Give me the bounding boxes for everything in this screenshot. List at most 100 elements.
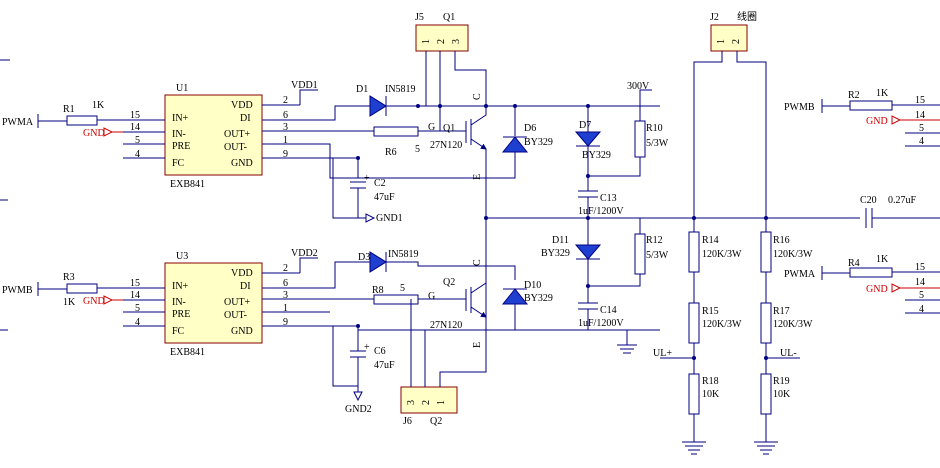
rp1-pin: 4 [919,136,924,147]
u3-pin-name: PRE [172,309,190,320]
u3-pin-name: DI [240,281,251,292]
u1-pin-num: 9 [283,149,288,160]
d11-ref: D11 [552,235,569,246]
d6-ref: D6 [524,123,536,134]
u3-pin-num: 2 [283,263,288,274]
net-label-gnd: GND [83,296,105,307]
c20-val: 0.27uF [888,195,917,206]
u1-pin-name: OUT+ [224,129,251,140]
rp2-pin: 5 [919,290,924,301]
u3-pin-num: 9 [283,317,288,328]
c13-val: 1uF/1200V [578,206,624,217]
d1-ref: D1 [356,84,368,95]
u1-pin-num: 6 [283,110,288,121]
j6-ref: J6 [403,416,412,427]
u3-pin-num: 1 [283,303,288,314]
j6-pin: 3 [406,400,417,405]
q2-emitter-label: E [472,342,483,348]
r16-val: 120K/3W [773,249,813,260]
u1-pin-num: 14 [130,122,140,133]
j6-pin: 1 [436,400,447,405]
q1-collector-label: C [472,93,483,100]
net-label-pwmb: PWMB [2,285,33,296]
rp1-pin: 5 [919,123,924,134]
j6-pin: 2 [421,400,432,405]
u1-pin-name: GND [231,158,253,169]
pwmb-input-right: PWMB R2 1K GND 15 14 5 4 [784,88,940,147]
d3-val: IN5819 [388,249,419,260]
j2-ref: J2 [710,12,719,23]
u1-part: EXB841 [170,179,205,190]
net-label-gnd: GND [83,128,105,139]
j5-connector: J5 Q1 1 2 3 [415,12,487,131]
u1-pin-num: 1 [283,135,288,146]
u3-pin-num: 15 [130,278,140,289]
u1-pin-num: 2 [283,95,288,106]
net-label-300v: 300V [627,81,650,92]
j6-connector: J6 Q2 3 2 1 [400,266,487,427]
c14-ref: C14 [600,305,617,316]
q1-ref: Q1 [443,123,455,134]
r3-ref: R3 [63,272,75,283]
r2-ref: R2 [848,90,860,101]
j2-connector: J2 线圈 1 2 [693,10,767,218]
q2-gate-label: G [428,291,435,302]
j6-sub: Q2 [430,416,442,427]
u3-driver: U3 EXB841 IN+ IN- PRE FC VDD DI OUT+ OUT… [123,251,300,358]
c6-ref: C6 [374,346,386,357]
r14-ref: R14 [702,235,719,246]
j5-sub: Q1 [443,12,455,23]
u3-pin-name: FC [172,326,185,337]
u1-pin-num: 3 [283,122,288,133]
net-label-ulp: UL+ [653,348,672,359]
net-label-gnd: GND [866,116,888,127]
r8-val: 5 [400,283,405,294]
c13-ref: C13 [600,193,617,204]
q2-igbt: Q2 27N120 C E [430,259,487,348]
q1-igbt: Q1 27N120 C E [430,93,487,218]
u3-pin-num: 3 [283,290,288,301]
j5-pin: 2 [436,39,447,44]
u1-pin-name: IN- [172,129,186,140]
rp1-pin: 14 [915,110,925,121]
u1-pin-name: IN+ [172,113,189,124]
r3-val: 1K [63,297,76,308]
c20-ref: C20 [860,195,877,206]
r12-ref: R12 [646,235,663,246]
net-label-pwma: PWMA [784,269,816,280]
u1-pin-name: OUT- [224,142,247,153]
j5-pin: 3 [451,39,462,44]
d10-val: BY329 [524,293,553,304]
q1-gate-label: G [428,122,435,133]
rp2-pin: 4 [919,304,924,315]
d7-val: BY329 [582,150,611,161]
j2-pin: 1 [716,39,727,44]
rp2-pin: 14 [915,277,925,288]
r15-ref: R15 [702,306,719,317]
u3-pin-name: IN+ [172,281,189,292]
j2-sub: 线圈 [737,10,757,23]
c2-pol: + [364,173,370,184]
net-label-ulm: UL- [780,348,797,359]
rp2-pin: 15 [915,262,925,273]
pwma-input-top: PWMA R1 1K GND [2,100,123,139]
u3-pin-num: 6 [283,278,288,289]
r1-val: 1K [92,100,105,111]
r15-val: 120K/3W [702,319,742,330]
q2-val: 27N120 [430,320,462,331]
q1-emitter-label: E [472,174,483,180]
u3-pin-name: GND [231,326,253,337]
r12-val: 5/3W [646,250,669,261]
u1-pin-name: PRE [172,141,190,152]
r19-val: 10K [773,389,791,400]
u1-pin-num: 15 [130,110,140,121]
d10-ref: D10 [524,280,541,291]
r10-ref: R10 [646,123,663,134]
c2-val: 47uF [374,192,395,203]
u1-pin-num: 5 [135,135,140,146]
d3-ref: D3 [358,252,370,263]
q2-ref: Q2 [443,277,455,288]
u1-ref: U1 [176,83,188,94]
u3-ref: U3 [176,251,188,262]
c14-val: 1uF/1200V [578,318,624,329]
